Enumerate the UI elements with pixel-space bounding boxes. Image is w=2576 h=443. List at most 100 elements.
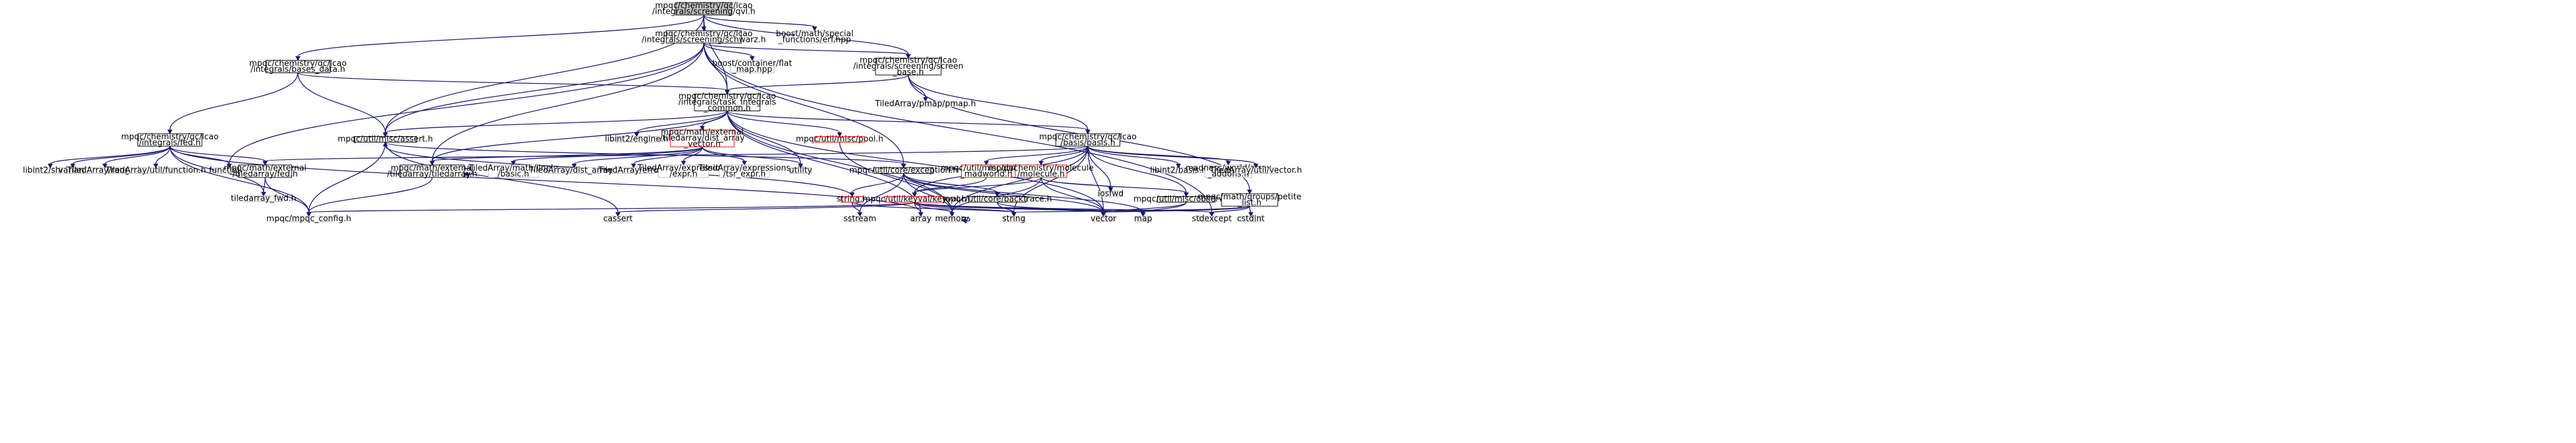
node-label-line: /integrals/screening/schwarz.h	[642, 35, 766, 44]
node-petite[interactable]: mpqc/math/groups/petite_list.h	[1198, 192, 1301, 208]
node-label-line: /tiledarray/tiledarray.h	[387, 169, 478, 179]
node-box	[612, 167, 655, 174]
edge-keyval-to-mpqc_config	[306, 201, 915, 217]
node-backtrace[interactable]: mpqc/util/core/backtrace.h	[943, 195, 1052, 204]
node-tiledarray_h[interactable]: mpqc/math/external/tiledarray/tiledarray…	[387, 164, 478, 179]
node-iosfwd[interactable]: iosfwd	[1098, 189, 1124, 199]
node-mpqc_config[interactable]: mpqc/mpqc_config.h	[267, 214, 352, 224]
nodes-layer: mpqc/chemistry/qc/lcao/integrals/screeni…	[23, 1, 1302, 224]
node-screen_base[interactable]: mpqc/chemistry/qc/lcao/integrals/screeni…	[853, 56, 964, 77]
node-label-line: boost/math/special	[776, 29, 853, 39]
edge-dist_array-to-utility	[701, 146, 804, 169]
node-array[interactable]: array	[910, 214, 931, 224]
node-box	[606, 216, 629, 222]
node-map[interactable]: map	[1134, 214, 1152, 224]
node-root[interactable]: mpqc/chemistry/qc/lcao/integrals/screeni…	[652, 1, 755, 17]
node-box	[961, 164, 1012, 178]
node-label-line: cstdint	[1237, 214, 1265, 224]
edges-layer	[47, 14, 1259, 223]
node-linalg[interactable]: TiledArray/math/linalg/basic.h	[468, 164, 558, 179]
node-utility[interactable]: utility	[789, 166, 812, 176]
edge-fed-to-ta_range	[102, 146, 170, 169]
node-box	[666, 30, 742, 44]
node-ta_expr[interactable]: TiledArray/expressions/expr.h	[637, 164, 730, 179]
edge-memory-to-memory	[960, 217, 970, 223]
node-basis[interactable]: mpqc/chemistry/qc/lcao/basis/basis.h	[1039, 132, 1137, 148]
node-cassert[interactable]: cassert	[603, 214, 633, 224]
node-ta_dist[interactable]: TiledArray/dist_array.h	[528, 166, 619, 176]
node-madworld[interactable]: mpqc/util/misc/default_madworld.h	[941, 164, 1032, 179]
node-label-line: string.h	[837, 195, 868, 204]
node-string[interactable]: string	[1002, 214, 1025, 224]
node-keyval[interactable]: mpqc/util/keyval/keyval.h	[862, 195, 966, 204]
node-assert[interactable]: mpqc/util/misc/assert.h	[338, 135, 433, 144]
node-fed[interactable]: mpqc/chemistry/qc/lcao/integrals/fed.h	[121, 132, 219, 148]
node-box	[265, 60, 330, 73]
node-box	[1099, 191, 1122, 197]
node-libint_engine[interactable]: libint2/engine.h	[605, 135, 669, 144]
node-box	[912, 216, 929, 222]
edge-string_h-to-sstream	[851, 202, 863, 217]
node-vector[interactable]: vector	[1090, 214, 1117, 224]
node-memory[interactable]: memory	[935, 214, 969, 224]
node-ta_function[interactable]: TiledArray/util/function.h	[105, 166, 206, 176]
node-box	[884, 196, 945, 202]
edge-basis-to-ta_vector	[1087, 146, 1259, 169]
edge-fed-to-libint_shell	[47, 146, 170, 169]
node-label-line: libint2/engine.h	[605, 135, 669, 144]
node-libint_basis[interactable]: libint2/basis.h	[1150, 166, 1207, 176]
node-pool[interactable]: mpqc/util/misc/pool.h	[796, 135, 883, 144]
edge-dist_array-to-ta_expr	[681, 146, 703, 166]
edge-task-to-pool	[726, 111, 842, 137]
node-ta_error[interactable]: TiledArray/error.h	[598, 166, 669, 176]
node-label-line: mpqc/math/groups/petite	[1198, 192, 1301, 202]
node-label-line: /molecule.h	[1017, 169, 1065, 179]
node-label-line: tiledarray_fwd.h	[231, 194, 297, 204]
node-schwarz[interactable]: mpqc/chemistry/qc/lcao/integrals/screeni…	[642, 29, 766, 45]
node-label-line: /tiledarray/fed.h	[232, 169, 298, 179]
node-box	[1161, 167, 1196, 174]
edge-task-to-libint_engine	[634, 111, 728, 137]
node-box	[896, 101, 955, 107]
node-ta_vector[interactable]: TiledArray/util/vector.h	[1209, 166, 1302, 176]
node-label-line: mpqc/util/core/exception.h	[849, 166, 958, 176]
node-ta_range[interactable]: TiledArray/range.h	[67, 166, 143, 176]
node-pmap[interactable]: TiledArray/pmap/pmap.h	[874, 99, 975, 109]
node-box	[244, 196, 283, 202]
node-cstdint[interactable]: cstdint	[1237, 214, 1265, 224]
node-dist_array[interactable]: mpqc/math/external/tiledarray/dist_array…	[660, 128, 745, 149]
edge-petite-to-vector	[1100, 206, 1250, 217]
node-task[interactable]: mpqc/chemistry/qc/lcao/integrals/task_in…	[678, 92, 776, 113]
node-erf[interactable]: boost/math/special_functions/erf.hpp	[776, 29, 853, 45]
node-label-line: memory	[935, 214, 969, 224]
node-label-line: /basis/basis.h	[1060, 138, 1115, 147]
node-ta_tsr[interactable]: TiledArray/expressions/tsr_expr.h	[698, 164, 791, 179]
node-label-line: vector	[1090, 214, 1117, 224]
node-label-line: iosfwd	[1098, 189, 1124, 199]
node-label-line: TiledArray/expressions	[698, 164, 791, 173]
node-ta_fed[interactable]: mpqc/math/external/tiledarray/fed.h	[224, 164, 307, 179]
node-string_h[interactable]: string.h	[837, 195, 868, 204]
node-box	[548, 167, 601, 174]
node-observer[interactable]: mpqc/util/misc/observer.h	[1133, 195, 1239, 204]
node-label-line: mpqc/chemistry/molecule	[989, 164, 1094, 173]
node-label-line: _madworld.h	[960, 169, 1013, 179]
node-label-line: utility	[789, 166, 812, 176]
node-flatmap[interactable]: boost/container/flat_map.hpp	[713, 59, 792, 74]
node-bases[interactable]: mpqc/chemistry/qc/lcao/integrals/bases_d…	[249, 59, 347, 74]
node-label-line: mpqc/mpqc_config.h	[267, 214, 352, 224]
node-box	[137, 133, 202, 147]
node-tiledarray_fwd[interactable]: tiledarray_fwd.h	[231, 194, 297, 204]
edge-fed-to-functional	[169, 146, 232, 169]
edge-schwarz-to-screen_base	[703, 42, 911, 59]
node-box	[1199, 216, 1225, 222]
edge-fed-to-ta_fed	[169, 146, 268, 166]
node-molecule[interactable]: mpqc/chemistry/molecule/molecule.h	[989, 164, 1094, 179]
node-label-line: /integrals/screening/qvl.h	[652, 7, 755, 16]
node-label-line: TiledArray/expressions	[637, 164, 730, 173]
node-exception[interactable]: mpqc/util/core/exception.h	[849, 166, 958, 176]
node-stdexcept[interactable]: stdexcept	[1192, 214, 1232, 224]
node-sstream[interactable]: sstream	[844, 214, 876, 224]
edge-dist_array-to-ta_dist	[571, 146, 703, 169]
node-label-line: _base.h	[892, 68, 924, 77]
